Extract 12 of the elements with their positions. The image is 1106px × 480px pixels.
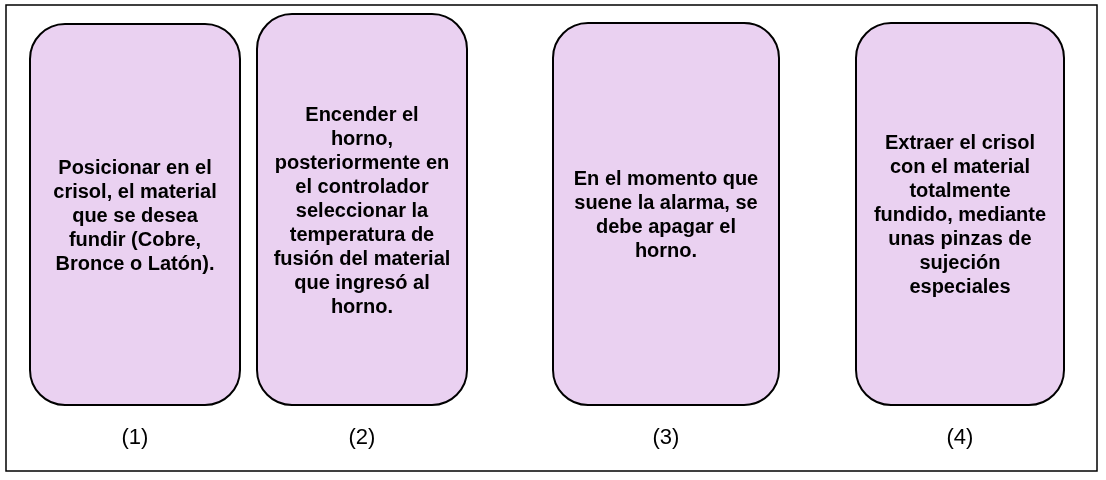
step-number: (4) [945,424,975,450]
step-number: (1) [120,424,150,450]
step-number: (3) [651,424,681,450]
process-box [552,22,780,406]
process-box [256,13,468,406]
step-number: (2) [347,424,377,450]
step-description: Extraer el crisol con el material totalmente fundido, mediante unas pinzas de sujeción especiales [872,130,1048,298]
process-box [855,22,1065,406]
process-box [29,23,241,406]
step-description: Posicionar en el crisol, el material que se desea fundir (Cobre, Bronce o Latón). [52,154,218,275]
step-description: Encender el horno, posteriormente en el controlador seleccionar la temperatura de fusión del material que ingresó al horno. [272,101,452,318]
step-description: En el momento que suene la alarma, se debe apagar el horno. [572,166,760,262]
